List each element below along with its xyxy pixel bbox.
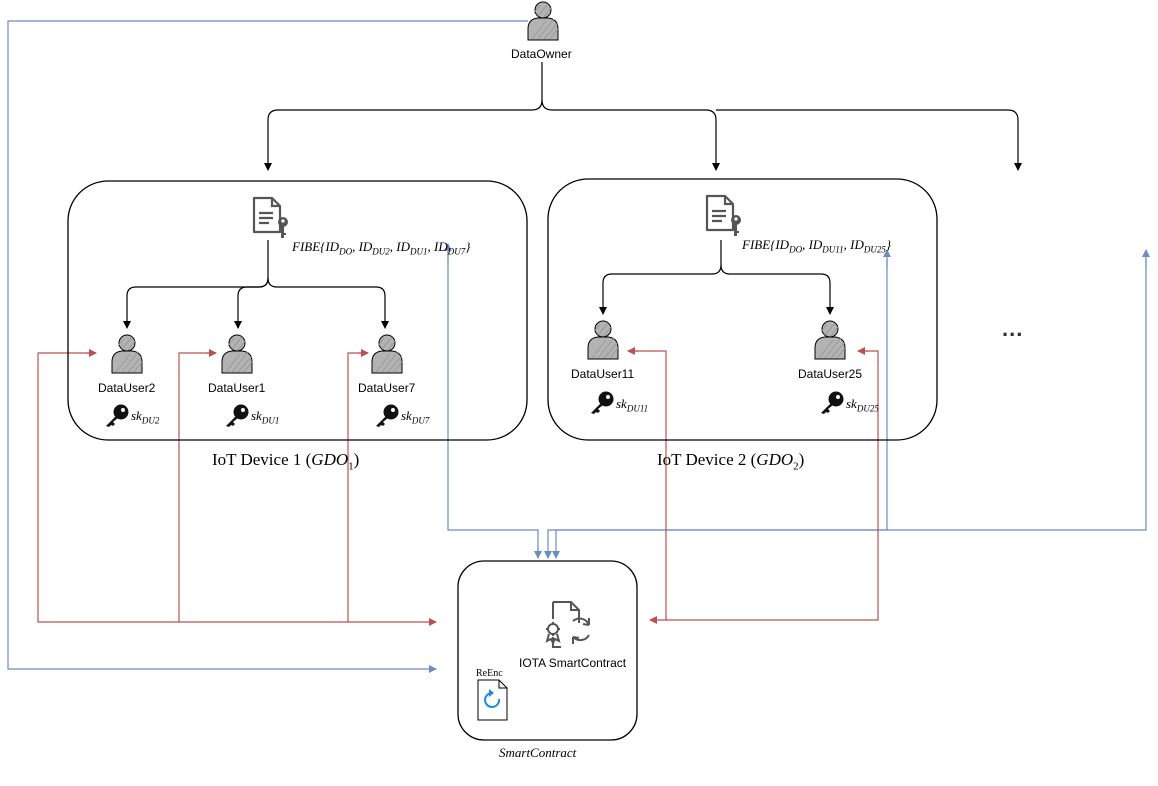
device2-document-key-icon [705, 194, 743, 236]
edge-du1-contract [178, 352, 216, 622]
device2-box [547, 178, 938, 441]
du25-key-label: skDU25 [846, 396, 879, 414]
du1-person-icon [221, 334, 253, 374]
du11-key-icon [591, 391, 614, 414]
du25-label: DataUser25 [798, 367, 863, 381]
owner-label: DataOwner [511, 47, 572, 61]
edge-owner-to-contract [7, 20, 528, 673]
du1-label: DataUser1 [208, 381, 266, 395]
device1-caption: IoT Device 1 (GDO1) [212, 450, 360, 473]
edge-du11-contract [628, 350, 667, 624]
du7-label: DataUser7 [358, 381, 416, 395]
du2-key-icon [106, 404, 129, 427]
contract-label: IOTA SmartContract [519, 656, 627, 670]
reenc-document-icon [477, 679, 508, 721]
more-devices-ellipsis: ... [1002, 316, 1024, 341]
edge-doc1-du2 [123, 240, 269, 329]
du25-key-icon [821, 391, 844, 414]
du7-key-icon [376, 404, 399, 427]
du2-key-label: skDU2 [131, 408, 160, 426]
device2-fibe-label: FIBE{IDDO, IDDU11, IDDU25} [742, 237, 892, 255]
device1-fibe-label: FIBE{IDDO, IDDU2, IDDU1, IDDU7} [292, 239, 471, 257]
edge-owner-device2 [541, 99, 720, 171]
du11-label: DataUser11 [571, 367, 635, 381]
reenc-label: ReEnc [476, 668, 503, 679]
contract-box [457, 560, 638, 741]
du11-person-icon [587, 320, 619, 360]
smart-contract-icon [545, 601, 590, 648]
du2-label: DataUser2 [98, 381, 156, 395]
edge-more-contract [552, 258, 1147, 559]
edge-doc2-du11 [599, 240, 722, 315]
du1-key-icon [226, 404, 249, 427]
edge-owner-down [264, 62, 543, 171]
du7-key-label: skDU7 [401, 408, 430, 426]
du25-person-icon [814, 320, 846, 360]
edge-du2-contract [37, 352, 437, 626]
edge-doc1-du7 [267, 277, 389, 329]
du7-person-icon [371, 334, 403, 374]
device1-box [67, 180, 528, 441]
contract-caption: SmartContract [499, 745, 577, 760]
edge-doc2-du25 [720, 264, 834, 315]
refresh-icon [484, 692, 501, 708]
du2-person-icon [111, 334, 143, 374]
device2-caption: IoT Device 2 (GDO2) [657, 450, 805, 473]
du1-key-label: skDU1 [251, 408, 280, 426]
edge-device1-contract [447, 252, 539, 558]
du11-key-label: skDU11 [616, 396, 649, 414]
device1-document-key-icon [252, 196, 290, 238]
owner-person-icon [527, 1, 559, 41]
edge-owner-more [716, 109, 1022, 171]
edge-doc1-du1 [234, 277, 269, 329]
edge-du25-contract [666, 350, 879, 621]
